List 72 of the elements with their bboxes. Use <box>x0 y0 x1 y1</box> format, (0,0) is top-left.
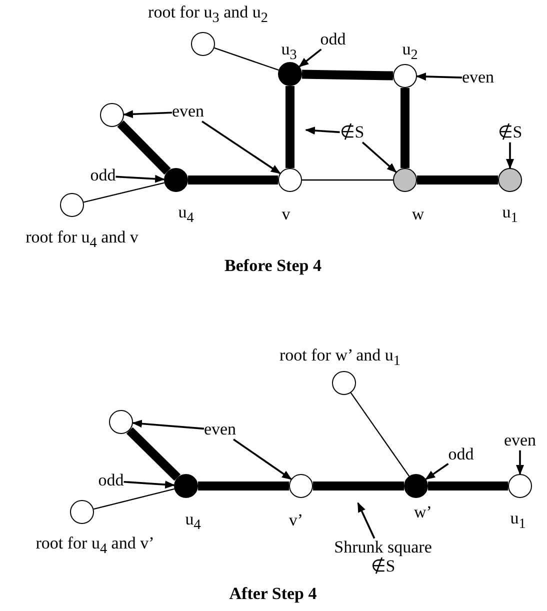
vertex-circle <box>109 410 133 434</box>
annotation-arrow <box>362 142 397 173</box>
vertex-circle <box>289 474 313 498</box>
annotation-arrow <box>516 450 524 475</box>
graph-edge <box>350 392 410 476</box>
figure-caption: After Step 4 <box>229 584 317 604</box>
annotation-arrow <box>123 110 172 118</box>
annotation-arrow <box>357 502 376 539</box>
graph-edge <box>286 86 294 168</box>
vertex-circle <box>393 64 417 88</box>
annotation-arrow <box>116 174 166 183</box>
vertex-label: root for w’ and u$_{1}$ <box>280 346 400 370</box>
graph-edge <box>188 176 278 184</box>
vertex-label: v <box>282 206 290 224</box>
vertex-circle <box>404 474 428 498</box>
vertex-circle <box>174 474 198 498</box>
annotation-text: odd <box>98 472 124 490</box>
vertex-label: w <box>412 206 424 224</box>
annotation-arrow <box>506 142 514 169</box>
vertex-label: u$_{4}$ <box>178 204 194 226</box>
vertex-label: w’ <box>414 504 432 522</box>
annotation-arrow <box>124 480 176 489</box>
vertex-circle <box>191 32 215 56</box>
vertex-label: u$_{1}$ <box>502 204 518 226</box>
vertex-label: u$_{2}$ <box>402 40 418 64</box>
vertex-label: root for u$_{4}$ and v <box>26 228 138 252</box>
graph-edge <box>302 70 394 80</box>
graph-edge <box>126 427 181 481</box>
vertex-circle <box>498 168 522 192</box>
annotation-text: ∉S <box>340 124 364 142</box>
vertex-circle <box>70 500 94 524</box>
vertex-label: u$_{4}$ <box>185 510 201 534</box>
annotation-arrow <box>132 420 204 430</box>
vertex-label: u$_{3}$ <box>281 40 297 64</box>
vertex-circle <box>278 168 302 192</box>
annotation-arrow <box>416 72 462 81</box>
annotation-text: even <box>204 420 236 440</box>
annotation-text: even <box>462 68 494 88</box>
annotation-arrow <box>425 463 449 480</box>
figure-caption: Before Step 4 <box>224 256 322 276</box>
graph-edge <box>428 482 508 490</box>
vertex-label: u$_{1}$ <box>510 510 526 532</box>
graph-edge <box>198 482 289 490</box>
vertex-circle <box>508 474 532 498</box>
annotation-text: odd <box>320 30 346 50</box>
graph-edge <box>400 88 410 168</box>
vertex-circle <box>164 168 188 192</box>
annotation-text: even <box>504 432 536 450</box>
vertex-label: v’ <box>288 512 304 530</box>
annotation-arrow <box>298 48 322 68</box>
vertex-label: root for u$_{3}$ and u$_{2}$ <box>148 4 268 26</box>
graph-edge <box>214 47 279 71</box>
vertex-circle <box>60 193 84 217</box>
vertex-label: root for u$_{4}$ and v’ <box>36 534 154 558</box>
graph-edge <box>94 488 174 510</box>
annotation-arrow <box>202 120 281 174</box>
vertex-circle <box>393 168 417 192</box>
vertex-circle <box>100 103 124 127</box>
annotation-text: odd <box>90 166 116 186</box>
graph-edge <box>117 120 171 175</box>
graph-edge <box>302 179 393 181</box>
annotation-text: ∉S <box>498 124 522 142</box>
graph-edge <box>84 182 164 203</box>
graph-edge <box>417 176 498 184</box>
annotation-arrow <box>233 438 292 480</box>
vertex-circle <box>332 371 356 395</box>
annotation-text: Shrunk square ∉S <box>328 538 438 576</box>
vertex-circle <box>278 62 302 86</box>
annotation-text: odd <box>448 446 474 464</box>
graph-edge <box>313 482 404 490</box>
annotation-text: even <box>172 102 204 122</box>
annotation-arrow <box>305 126 340 135</box>
